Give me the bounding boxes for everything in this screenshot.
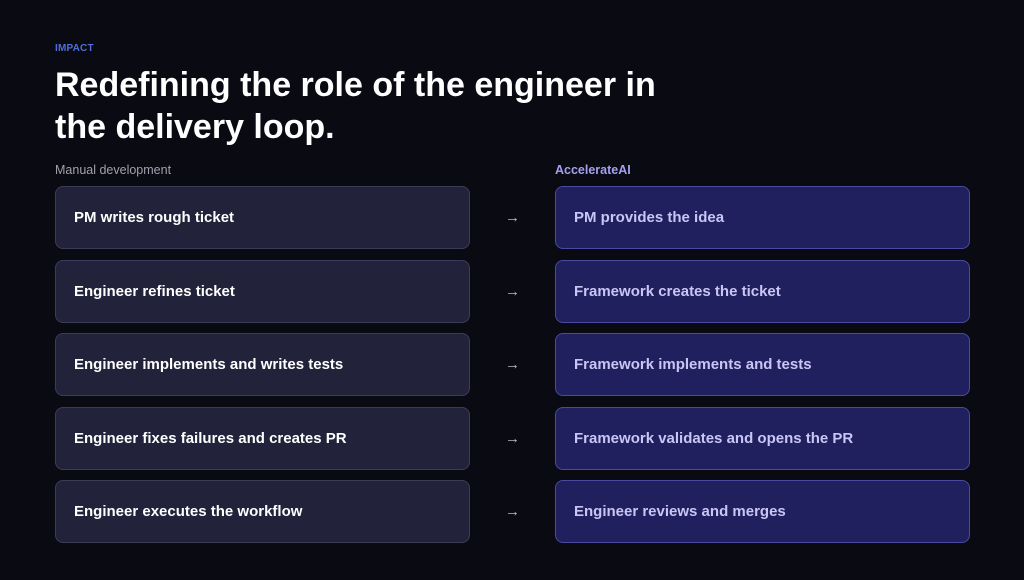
ai-step: PM provides the idea — [555, 186, 970, 249]
comparison-row: Engineer implements and writes tests → F… — [55, 333, 970, 396]
manual-step: Engineer implements and writes tests — [55, 333, 470, 396]
page-title: Redefining the role of the engineer in t… — [55, 66, 656, 146]
manual-step: Engineer fixes failures and creates PR — [55, 406, 470, 470]
arrow-right-icon: → — [505, 356, 520, 373]
comparison-row: Engineer refines ticket → Framework crea… — [55, 259, 970, 323]
manual-step: Engineer refines ticket — [55, 259, 470, 323]
comparison-row: Engineer fixes failures and creates PR →… — [55, 406, 970, 470]
ai-step: Framework implements and tests — [555, 333, 970, 396]
comparison-row: Engineer executes the workflow → Enginee… — [55, 480, 970, 543]
ai-step: Engineer reviews and merges — [555, 480, 970, 543]
column-header-manual: Manual development — [55, 163, 172, 177]
column-header-accelerateai: AccelerateAI — [555, 163, 631, 177]
arrow-right-icon: → — [505, 429, 520, 447]
comparison-row: PM writes rough ticket → PM provides the… — [55, 186, 970, 249]
arrow-right-icon: → — [505, 282, 520, 300]
eyebrow-label: IMPACT — [55, 43, 94, 54]
ai-step: Framework validates and opens the PR — [555, 406, 970, 470]
comparison-rows: PM writes rough ticket → PM provides the… — [55, 186, 970, 554]
manual-step: PM writes rough ticket — [55, 186, 470, 249]
arrow-right-icon: → — [505, 503, 520, 520]
ai-step: Framework creates the ticket — [555, 259, 970, 323]
manual-step: Engineer executes the workflow — [55, 480, 470, 543]
arrow-right-icon: → — [505, 209, 520, 226]
